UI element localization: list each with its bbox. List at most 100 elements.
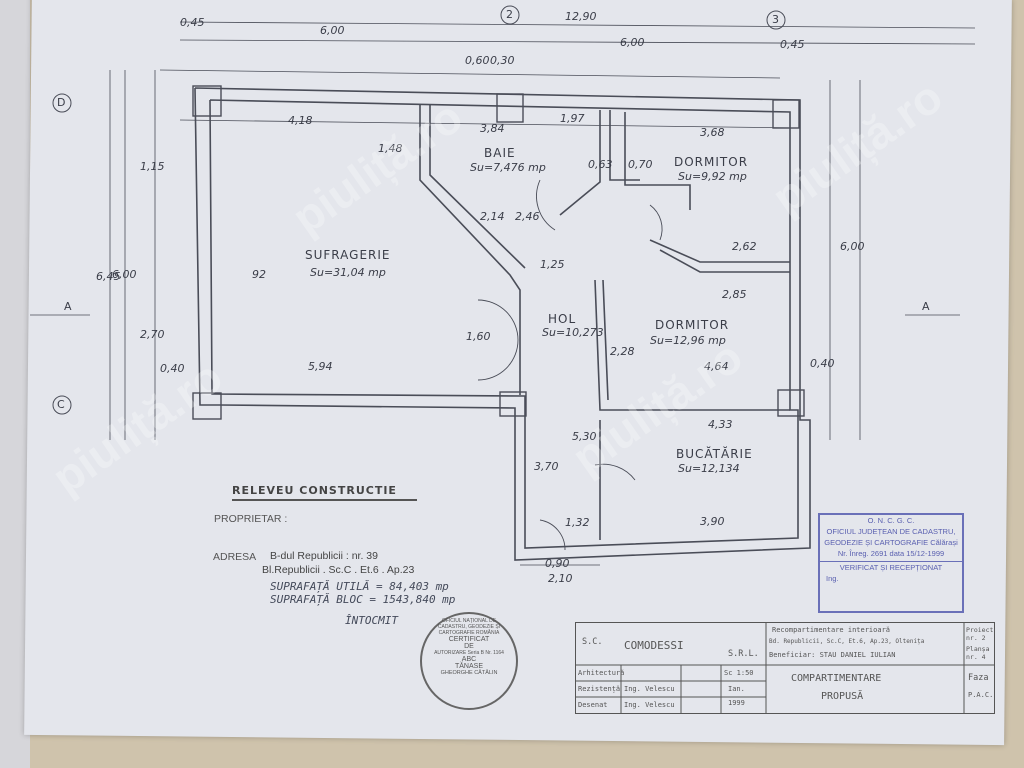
dimension: 2,14 xyxy=(480,210,505,223)
prepared-by: ÎNTOCMIT xyxy=(345,614,398,627)
dimension-lines xyxy=(30,21,976,566)
dimension: 0,90 xyxy=(545,557,570,570)
stamp-text: OFICIUL JUDEȚEAN DE CADASTRU, xyxy=(826,527,956,536)
dimension: 6,00 xyxy=(620,36,645,49)
dimension: 4,18 xyxy=(288,114,313,127)
dimension: 0,40 xyxy=(160,362,185,375)
useful-area: SUPRAFAȚĂ UTILĂ = 84,403 mp xyxy=(270,580,449,593)
dimension: 0,63 xyxy=(588,158,613,171)
columns xyxy=(192,85,805,420)
room-area: Su=31,04 mp xyxy=(310,266,386,279)
dimension: 5,94 xyxy=(308,360,333,373)
room-area: Su=12,134 xyxy=(678,462,740,475)
stamp-verified: VERIFICAT ȘI RECEPȚIONAT xyxy=(820,561,962,573)
person-name: Ing. Velescu xyxy=(624,701,675,709)
room-name: BUCĂTĂRIE xyxy=(676,447,753,461)
stamp-text: DE xyxy=(464,643,474,650)
dimension: 1,25 xyxy=(540,258,565,271)
stamp-text: ABC xyxy=(461,656,477,663)
dimension: 12,90 xyxy=(565,10,597,23)
dimension: 2,46 xyxy=(515,210,540,223)
dimension: 3,84 xyxy=(480,122,505,135)
dimension: 0,45 xyxy=(180,16,205,29)
room-area: Su=10,273 xyxy=(542,326,604,339)
role-label: Rezistență xyxy=(578,685,621,693)
dimension: 1,97 xyxy=(560,112,585,125)
title-block: S.C. COMODESSI S.R.L. Recompartimentare … xyxy=(575,622,995,714)
dimension: 1,15 xyxy=(140,160,165,173)
dimension: 1,32 xyxy=(565,516,590,529)
stamp-text: CERTIFICAT xyxy=(448,636,490,643)
stamp-text: O. N. C. G. C. xyxy=(867,516,915,525)
address-line: Bl.Republicii . Sc.C . Et.6 . Ap.23 xyxy=(262,564,415,576)
block-area: SUPRAFAȚĂ BLOC = 1543,840 mp xyxy=(270,593,456,606)
dimension: 2,10 xyxy=(548,572,573,585)
project-number: Proiect nr. 2 xyxy=(966,626,994,642)
dimension: 92 xyxy=(252,268,266,281)
dimension: 6,45 xyxy=(96,270,121,283)
stamp-text: AUTORIZARE Seria B Nr. 1164 xyxy=(434,650,504,656)
room-name: BAIE xyxy=(484,146,516,160)
stamp-text: GEODEZIE ȘI CARTOGRAFIE Călărași xyxy=(824,538,958,547)
scale: Sc 1:50 xyxy=(724,669,754,677)
dimension: 4,33 xyxy=(708,418,733,431)
room-name: HOL xyxy=(548,312,577,326)
room-area: Su=9,92 mp xyxy=(678,170,747,183)
section-marker: A xyxy=(64,300,72,313)
dimension: 2,62 xyxy=(732,240,757,253)
dimension: 0,70 xyxy=(628,158,653,171)
dimension: 6,00 xyxy=(840,240,865,253)
drawing-title: COMPARTIMENTARE xyxy=(791,673,882,684)
axis-label: D xyxy=(57,96,66,109)
company-suffix: S.R.L. xyxy=(728,649,759,659)
project-description: Recompartimentare interioară xyxy=(772,626,891,634)
stamp-text: Ing. xyxy=(826,574,839,583)
dimension: 4,64 xyxy=(704,360,729,373)
dimension: 3,68 xyxy=(700,126,725,139)
room-area: Su=7,476 mp xyxy=(470,161,546,174)
axis-label: 3 xyxy=(772,13,779,26)
room-name: DORMITOR xyxy=(655,318,730,332)
axis-label: 2 xyxy=(506,8,513,21)
drawing-heading: RELEVEU CONSTRUCTIE xyxy=(232,484,417,501)
project-address: Bd. Republicii, Sc.C, Et.6, Ap.23, Olten… xyxy=(769,638,925,645)
axis-label: C xyxy=(57,398,65,411)
drawing-title: PROPUSĂ xyxy=(821,691,864,702)
stamp-ring-text: OFICIUL NAȚIONAL DE CADASTRU, GEODEZIE Ș… xyxy=(437,618,501,636)
room-name: SUFRAGERIE xyxy=(305,248,391,262)
phase-value: P.A.C. xyxy=(968,691,994,699)
sheet-number: Planșa nr. 4 xyxy=(966,645,990,661)
dimension: 2,85 xyxy=(722,288,747,301)
room-area: Su=12,96 mp xyxy=(650,334,726,347)
role-label: Arhitectură xyxy=(578,669,625,677)
dimension: 1,60 xyxy=(466,330,491,343)
axis-bubbles xyxy=(52,5,786,415)
dimension: 0,45 xyxy=(780,38,805,51)
stamp-text: TĂNASE xyxy=(454,663,483,670)
cadastre-stamp: O. N. C. G. C. OFICIUL JUDEȚEAN DE CADAS… xyxy=(818,513,964,613)
owner-label: PROPRIETAR : xyxy=(214,513,288,525)
address-line: B-dul Republicii : nr. 39 xyxy=(270,550,378,562)
stamp-registration: Nr. Înreg. 2691 data 15/12-1999 xyxy=(837,549,945,558)
address-label: ADRESA xyxy=(213,551,257,563)
phase-label: Faza xyxy=(968,673,989,683)
authorization-stamp: OFICIUL NAȚIONAL DE CADASTRU, GEODEZIE Ș… xyxy=(420,612,518,710)
role-label: Desenat xyxy=(578,701,608,709)
person-name: Ing. Velescu xyxy=(624,685,675,693)
door-swings xyxy=(477,179,663,551)
walls xyxy=(194,87,811,561)
company-name: COMODESSI xyxy=(624,639,684,652)
dimension: 6,00 xyxy=(320,24,345,37)
dimension: 3,90 xyxy=(700,515,725,528)
room-name: DORMITOR xyxy=(674,155,749,169)
dimension: 2,28 xyxy=(610,345,635,358)
section-marker: A xyxy=(922,300,930,313)
beneficiary: Beneficiar: STAU DANIEL IULIAN xyxy=(769,651,896,659)
dimension: 2,70 xyxy=(140,328,165,341)
dimension: 0,30 xyxy=(490,54,515,67)
dimension: 3,70 xyxy=(534,460,559,473)
dimension: 1,48 xyxy=(378,142,403,155)
date: 1999 xyxy=(728,699,745,707)
dimension: 0,60 xyxy=(465,54,490,67)
